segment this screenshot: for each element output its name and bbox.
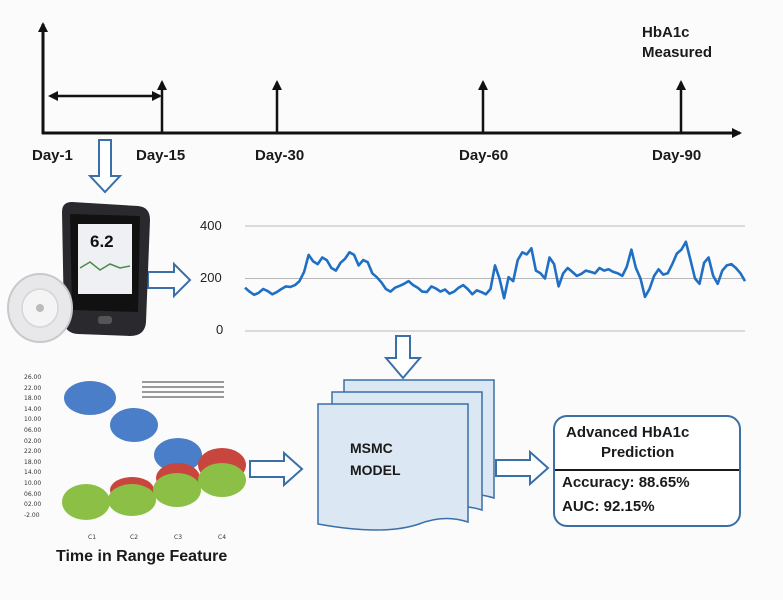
- right-arrow-to-model: [249, 450, 304, 488]
- feature-y-tick: 18.00: [24, 458, 42, 466]
- feature-y-tick: 10.00: [24, 480, 42, 487]
- feature-y-tick: 02.00: [24, 501, 42, 509]
- sensor-disk: [7, 273, 73, 343]
- down-arrow-to-device: [87, 139, 123, 194]
- mini-legend: [142, 381, 224, 398]
- feature-y-tick: 10.00: [24, 416, 42, 424]
- day-label-1: Day-1: [32, 147, 73, 164]
- feature-y-tick: 14.00: [24, 469, 42, 477]
- feature-y-tick: 06.00: [24, 490, 42, 498]
- day-label-90: Day-90: [652, 147, 702, 164]
- feature-y-tick: 18.00: [24, 395, 42, 403]
- feature-caption: Time in Range Feature: [56, 548, 228, 565]
- y-tick-200: 200: [200, 270, 222, 285]
- model-label-line1: MSMC: [350, 440, 393, 456]
- day-label-15: Day-15: [136, 147, 186, 164]
- feature-y-tick: 22.00: [24, 384, 42, 392]
- right-arrow-to-prediction: [495, 449, 550, 487]
- feature-y-tick: 14.00: [24, 405, 42, 413]
- feature-x-tick-c1: C1: [88, 534, 97, 541]
- feature-x-tick-c3: C3: [174, 534, 183, 541]
- prediction-title-line1: Advanced HbA1c: [566, 424, 690, 441]
- feature-y-tick: 22.00: [24, 448, 42, 456]
- y-tick-400: 400: [200, 218, 222, 233]
- down-arrow-to-model: [383, 335, 423, 380]
- right-arrow-to-chart: [147, 261, 192, 299]
- prediction-auc: AUC: 92.15%: [562, 498, 655, 515]
- reader-device: [62, 202, 150, 336]
- cluster-blue-2: [110, 408, 158, 442]
- device-reading: 6.2: [90, 232, 114, 251]
- model-label-line2: MODEL: [350, 462, 401, 478]
- hba1c-label-line2: Measured: [642, 44, 713, 61]
- feature-y-tick: 02.00: [24, 437, 42, 445]
- y-tick-0: 0: [216, 322, 224, 337]
- prediction-divider: [555, 469, 739, 471]
- prediction-box: [553, 415, 741, 527]
- cluster-green-1: [62, 484, 110, 520]
- cluster-blue-3: [154, 438, 202, 472]
- glucose-series-line: [244, 240, 747, 300]
- cluster-blue-1: [64, 381, 116, 415]
- day-label-30: Day-30: [255, 147, 305, 164]
- feature-y-tick: -2.00: [24, 511, 40, 519]
- cluster-green-4: [198, 463, 246, 497]
- prediction-title-line2: Prediction: [601, 444, 675, 461]
- feature-y-tick: 06.00: [24, 427, 42, 434]
- feature-x-tick-c2: C2: [130, 534, 139, 541]
- day-label-60: Day-60: [459, 147, 509, 164]
- prediction-accuracy: Accuracy: 88.65%: [562, 474, 690, 491]
- cluster-green-2: [108, 484, 156, 516]
- feature-y-tick: 26.00: [24, 374, 42, 381]
- hba1c-label-line1: HbA1c: [642, 24, 690, 41]
- span-arrow-left-head: [48, 91, 58, 101]
- cluster-green-3: [153, 473, 201, 507]
- feature-x-tick-c4: C4: [218, 534, 227, 541]
